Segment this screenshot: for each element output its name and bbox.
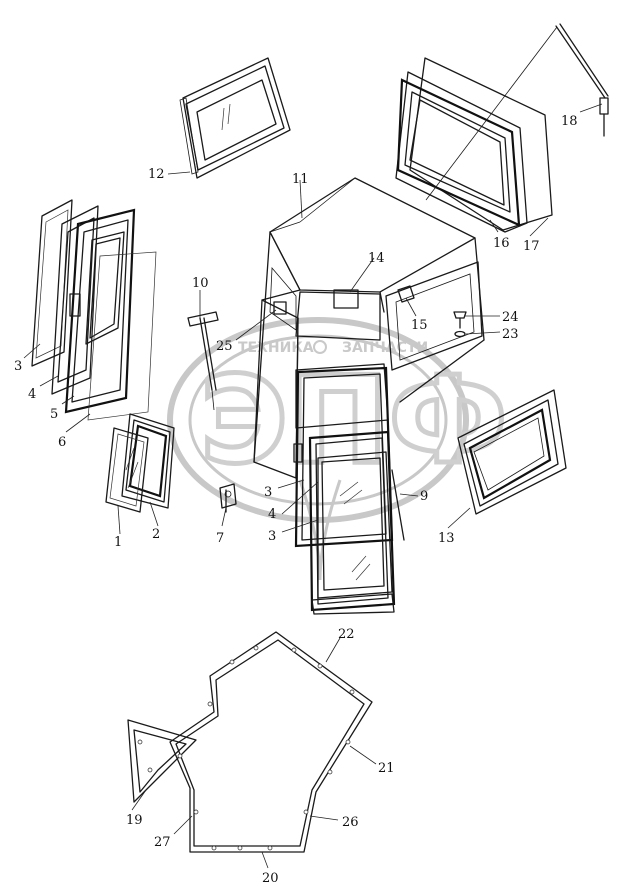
label-10: 10 xyxy=(192,276,209,291)
label-3b: 3 xyxy=(264,485,272,500)
label-21: 21 xyxy=(378,761,395,776)
part-3-6-left-door xyxy=(31,199,157,421)
watermark-top-text-right: ЗАПЧАСТИ xyxy=(342,340,428,356)
part-16-17-window-frames xyxy=(395,57,553,233)
label-4: 4 xyxy=(28,387,36,402)
label-27: 27 xyxy=(154,835,171,850)
watermark-top-text: ТЕХНИКА xyxy=(238,340,314,356)
seal-gasket xyxy=(127,631,373,853)
watermark: ЭПФ ТЕХНИКА ЗАПЧАСТИ xyxy=(167,317,510,581)
label-2: 2 xyxy=(152,527,160,542)
part-1-2-small-window xyxy=(105,413,175,513)
label-17: 17 xyxy=(523,239,540,254)
label-13: 13 xyxy=(438,531,455,546)
part-11-cab-body xyxy=(253,177,485,479)
label-5: 5 xyxy=(50,407,58,422)
part-10-25-rod-bracket xyxy=(187,301,287,411)
label-12: 12 xyxy=(148,167,165,182)
label-23: 23 xyxy=(502,327,519,342)
label-3c: 3 xyxy=(268,529,276,544)
label-1: 1 xyxy=(114,535,122,550)
label-3: 3 xyxy=(14,359,22,374)
label-20: 20 xyxy=(262,871,279,886)
label-4b: 4 xyxy=(268,507,276,522)
label-19: 19 xyxy=(126,813,143,828)
part-labels: 12 11 16 17 18 14 15 24 23 25 10 3 4 5 6… xyxy=(14,114,578,886)
label-7: 7 xyxy=(216,531,224,546)
gear-icon xyxy=(313,340,327,354)
watermark-big-text: ЭПФ xyxy=(200,352,508,491)
part-15-23-24-hardware xyxy=(453,311,467,338)
label-25: 25 xyxy=(216,339,233,354)
label-16: 16 xyxy=(493,236,510,251)
part-12-window-frame xyxy=(179,57,291,179)
label-15: 15 xyxy=(411,318,428,333)
part-18-wiper xyxy=(425,23,609,201)
label-24: 24 xyxy=(502,310,519,325)
label-22: 22 xyxy=(338,627,355,642)
label-26: 26 xyxy=(342,815,359,830)
leader-lines xyxy=(23,103,603,869)
part-13-right-window xyxy=(457,389,567,515)
label-18: 18 xyxy=(561,114,578,129)
front-door-assembly xyxy=(293,366,405,615)
label-14: 14 xyxy=(368,251,385,266)
label-11: 11 xyxy=(292,172,309,187)
label-6: 6 xyxy=(58,435,66,450)
label-9: 9 xyxy=(420,489,428,504)
